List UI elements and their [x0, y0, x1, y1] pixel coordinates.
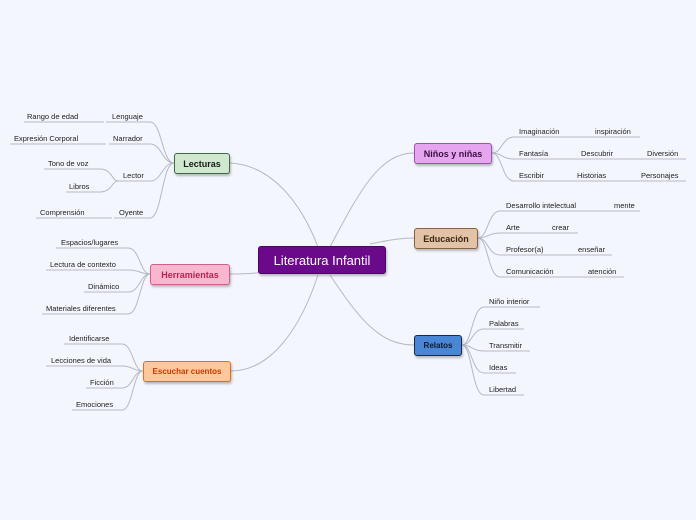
- connector: [477, 237, 501, 278]
- branch-escuchar-cuentos[interactable]: Escuchar cuentos: [143, 361, 231, 382]
- connector: [149, 143, 175, 164]
- connector: [127, 273, 151, 293]
- topic-crear[interactable]: crear: [552, 223, 570, 232]
- topic-diversion[interactable]: Diversión: [647, 149, 679, 158]
- topic-fantasia[interactable]: Fantasía: [519, 149, 549, 158]
- connector: [461, 344, 485, 396]
- topic-imaginacion[interactable]: Imaginación: [519, 127, 560, 136]
- topic-ficcion[interactable]: Ficción: [90, 378, 114, 387]
- connector: [491, 152, 515, 182]
- connector: [121, 370, 144, 411]
- connector-lecturas: [229, 162, 319, 248]
- connector-ninos: [329, 152, 415, 248]
- topic-comunicacion[interactable]: Comunicación: [506, 267, 554, 276]
- topic-lecciones-de-vida[interactable]: Lecciones de vida: [51, 356, 112, 365]
- branch-lecturas[interactable]: Lecturas: [174, 153, 230, 174]
- root-node[interactable]: Literatura Infantil: [258, 246, 386, 274]
- connector: [491, 136, 515, 154]
- topic-transmitir[interactable]: Transmitir: [489, 341, 523, 350]
- branch-ninos-y-ninas[interactable]: Niños y niñas: [414, 143, 492, 164]
- topic-expresion-corporal[interactable]: Expresión Corporal: [14, 134, 79, 143]
- topic-nino-interior[interactable]: Niño interior: [489, 297, 530, 306]
- branch-herramientas[interactable]: Herramientas: [150, 264, 230, 285]
- topic-identificarse[interactable]: Identificarse: [69, 334, 110, 343]
- topic-lenguaje[interactable]: Lenguaje: [112, 112, 143, 121]
- topic-mente[interactable]: mente: [614, 201, 635, 210]
- connector: [127, 273, 151, 315]
- topic-comprension[interactable]: Comprensión: [40, 208, 85, 217]
- connector-escuchar: [230, 274, 319, 372]
- connector-educacion: [369, 237, 415, 245]
- connector: [461, 306, 485, 346]
- topic-oyente[interactable]: Oyente: [119, 208, 144, 217]
- connector: [121, 343, 144, 372]
- topic-narrador[interactable]: Narrador: [113, 134, 143, 143]
- connector: [99, 180, 119, 193]
- topic-descubrir[interactable]: Descubrir: [581, 149, 614, 158]
- connector: [477, 237, 501, 256]
- topic-lectura-de-contexto[interactable]: Lectura de contexto: [50, 260, 116, 269]
- topic-inspiracion[interactable]: inspiración: [595, 127, 631, 136]
- topic-profesor[interactable]: Profesor(a): [506, 245, 544, 254]
- topic-rango-de-edad[interactable]: Rango de edad: [27, 112, 79, 121]
- topic-tono-de-voz[interactable]: Tono de voz: [48, 159, 89, 168]
- connector: [461, 328, 485, 346]
- topic-ideas[interactable]: Ideas: [489, 363, 508, 372]
- topic-personajes[interactable]: Personajes: [641, 171, 679, 180]
- connector: [121, 365, 144, 372]
- connector: [127, 269, 151, 275]
- topic-libros[interactable]: Libros: [69, 182, 90, 191]
- topic-palabras[interactable]: Palabras: [489, 319, 519, 328]
- branch-relatos[interactable]: Relatos: [414, 335, 462, 356]
- connector: [477, 210, 501, 239]
- connector: [121, 370, 144, 389]
- connector: [477, 232, 501, 239]
- topic-emociones[interactable]: Emociones: [76, 400, 114, 409]
- connector: [127, 247, 151, 275]
- branch-educacion[interactable]: Educación: [414, 228, 478, 249]
- topic-escribir[interactable]: Escribir: [519, 171, 545, 180]
- topic-lector[interactable]: Lector: [123, 171, 144, 180]
- topic-historias[interactable]: Historias: [577, 171, 607, 180]
- connector: [461, 344, 485, 374]
- topic-ensenar[interactable]: enseñar: [578, 245, 606, 254]
- topic-desarrollo-intelectual[interactable]: Desarrollo intelectual: [506, 201, 577, 210]
- topic-libertad[interactable]: Libertad: [489, 385, 517, 394]
- topic-dinamico[interactable]: Dinámico: [88, 282, 120, 291]
- connector: [149, 121, 175, 164]
- topic-materiales-diferentes[interactable]: Materiales diferentes: [46, 304, 116, 313]
- connector-relatos: [329, 274, 415, 346]
- topic-arte[interactable]: Arte: [506, 223, 520, 232]
- connector: [99, 168, 119, 182]
- connector: [149, 162, 175, 219]
- topic-espacios-lugares[interactable]: Espacios/lugares: [61, 238, 119, 247]
- topic-atencion[interactable]: atención: [588, 267, 617, 276]
